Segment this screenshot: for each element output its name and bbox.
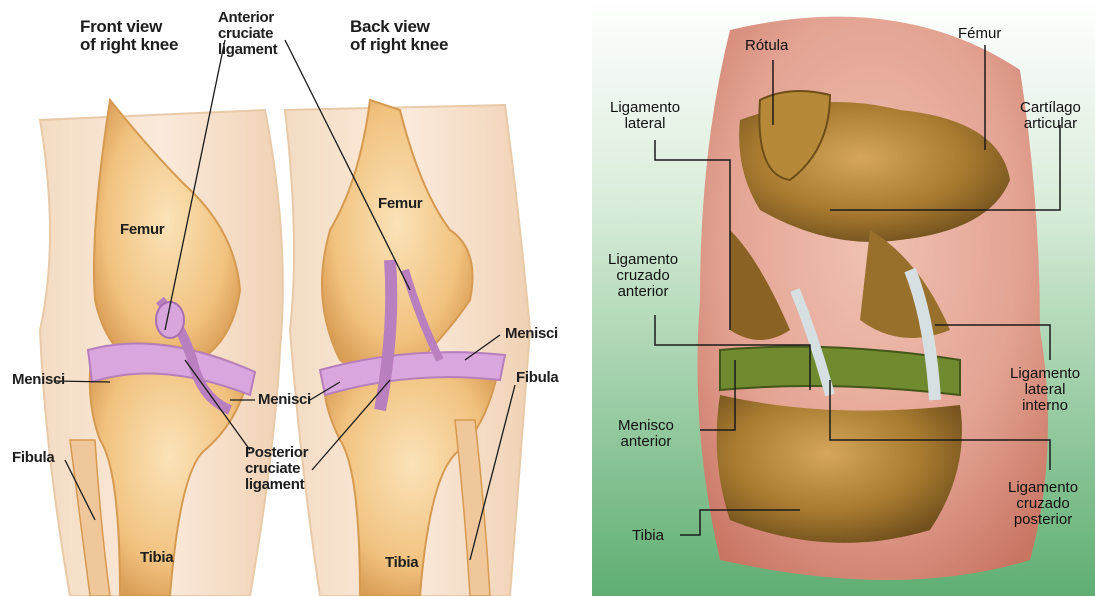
menisci-left-label: Menisci: [12, 372, 65, 388]
back-view-title: Back view of right knee: [350, 18, 448, 54]
tibia-es-label: Tibia: [632, 528, 664, 544]
front-knee-drawing: [40, 100, 283, 596]
fibula-left-label: Fibula: [12, 450, 54, 466]
ligamento-cruzado-anterior-label: Ligamento cruzado anterior: [608, 252, 678, 299]
menisci-mid-label: Menisci: [258, 392, 311, 408]
menisci-right-label: Menisci: [505, 326, 558, 342]
femur-es-label: Fémur: [958, 26, 1001, 42]
anterior-cruciate-ligament-label: Anterior cruciate ligament: [218, 10, 277, 57]
rotula-label: Rótula: [745, 38, 788, 54]
femur-back-label: Femur: [378, 196, 422, 212]
tibia-back-label: Tibia: [385, 555, 418, 571]
fibula-right-label: Fibula: [516, 370, 558, 386]
back-knee-drawing: [285, 100, 530, 596]
menisco-anterior-label: Menisco anterior: [618, 418, 674, 450]
ligamento-lateral-label: Ligamento lateral: [610, 100, 680, 132]
posterior-cruciate-ligament-label: Posterior cruciate ligament: [245, 445, 308, 492]
ligamento-cruzado-posterior-label: Ligamento cruzado posterior: [1008, 480, 1078, 527]
front-view-title: Front view of right knee: [80, 18, 178, 54]
femur-front-label: Femur: [120, 222, 164, 238]
cartilago-articular-label: Cartílago articular: [1020, 100, 1081, 132]
tibia-front-label: Tibia: [140, 550, 173, 566]
ligamento-lateral-interno-label: Ligamento lateral interno: [1010, 366, 1080, 413]
